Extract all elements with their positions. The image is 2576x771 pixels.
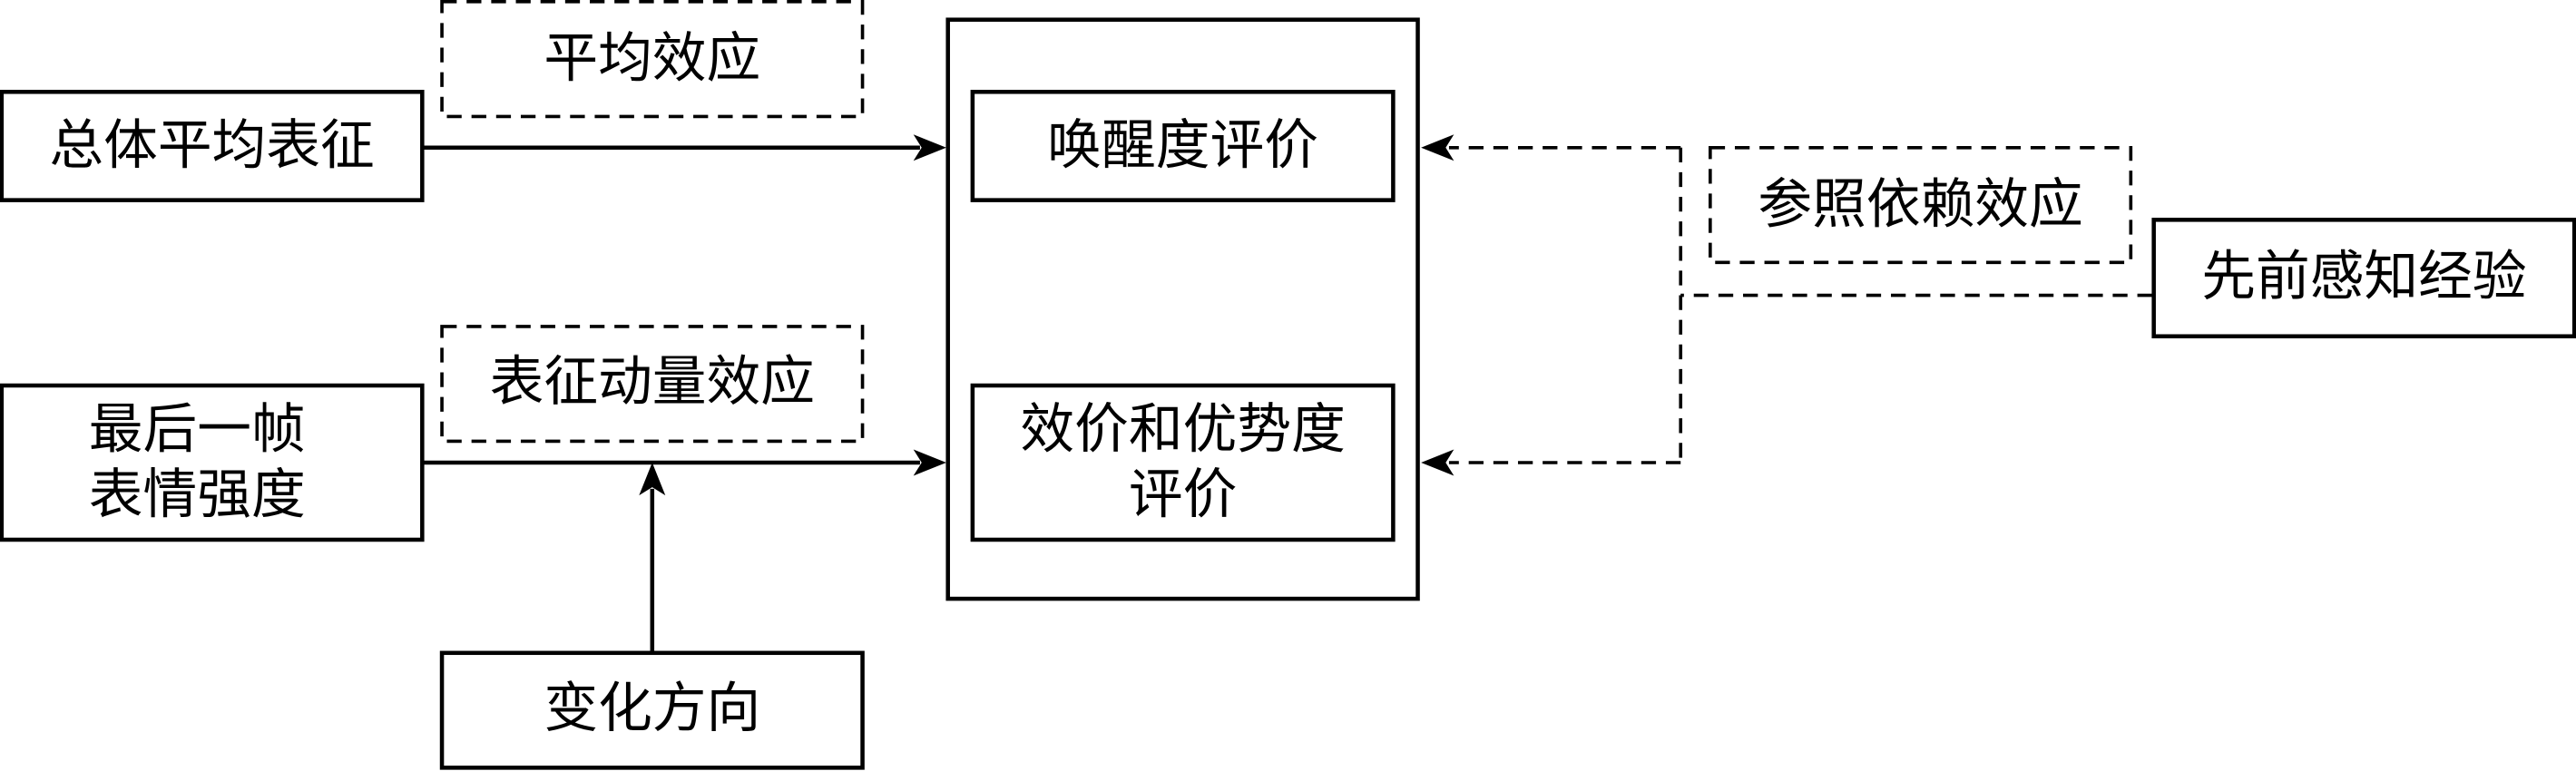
node-prior-experience: [2151, 218, 2576, 339]
node-label: 唤醒度评价: [1047, 114, 1318, 177]
node-direction: [439, 650, 865, 770]
node-momentum-effect: [440, 325, 865, 444]
node-label: 总体平均表征: [49, 114, 374, 177]
arrow-head: [913, 449, 946, 476]
arrow-head: [639, 463, 666, 496]
node-label: 参照依赖效应: [1758, 174, 2082, 237]
node-last-frame: [0, 383, 425, 542]
node-label: 最后一帧: [89, 398, 306, 461]
node-mean-effect: [440, 0, 865, 119]
node-label: 评价: [1129, 464, 1237, 527]
node-label: 平均效应: [544, 28, 760, 91]
arrow-head: [1421, 449, 1455, 476]
node-label: 先前感知经验: [2201, 246, 2526, 308]
node-label: 变化方向: [544, 678, 760, 740]
node-valence: [970, 383, 1396, 542]
arrow-head: [1421, 134, 1455, 161]
node-overall-mean: [0, 90, 425, 202]
node-arousal: [970, 90, 1396, 202]
node-label: 表征动量效应: [490, 351, 815, 414]
node-reference-effect: [1709, 145, 2133, 265]
node-label: 表情强度: [89, 464, 306, 527]
arrow-head: [913, 134, 946, 161]
node-label: 效价和优势度: [1020, 398, 1345, 461]
